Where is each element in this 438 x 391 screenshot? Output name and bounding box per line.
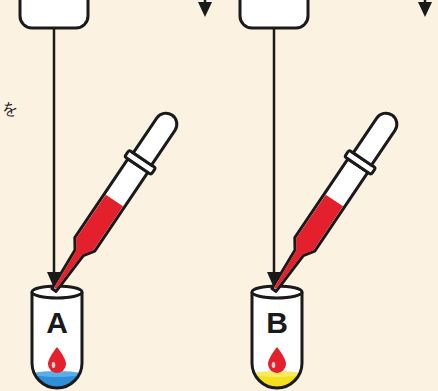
tube-letter: A bbox=[46, 308, 68, 338]
tube-set-b bbox=[240, 0, 432, 391]
test-tube: A bbox=[32, 302, 82, 344]
tube-set-a bbox=[20, 0, 212, 391]
tube-letter: B bbox=[266, 308, 288, 338]
note-text: を bbox=[2, 100, 18, 118]
test-tube: B bbox=[252, 302, 302, 344]
